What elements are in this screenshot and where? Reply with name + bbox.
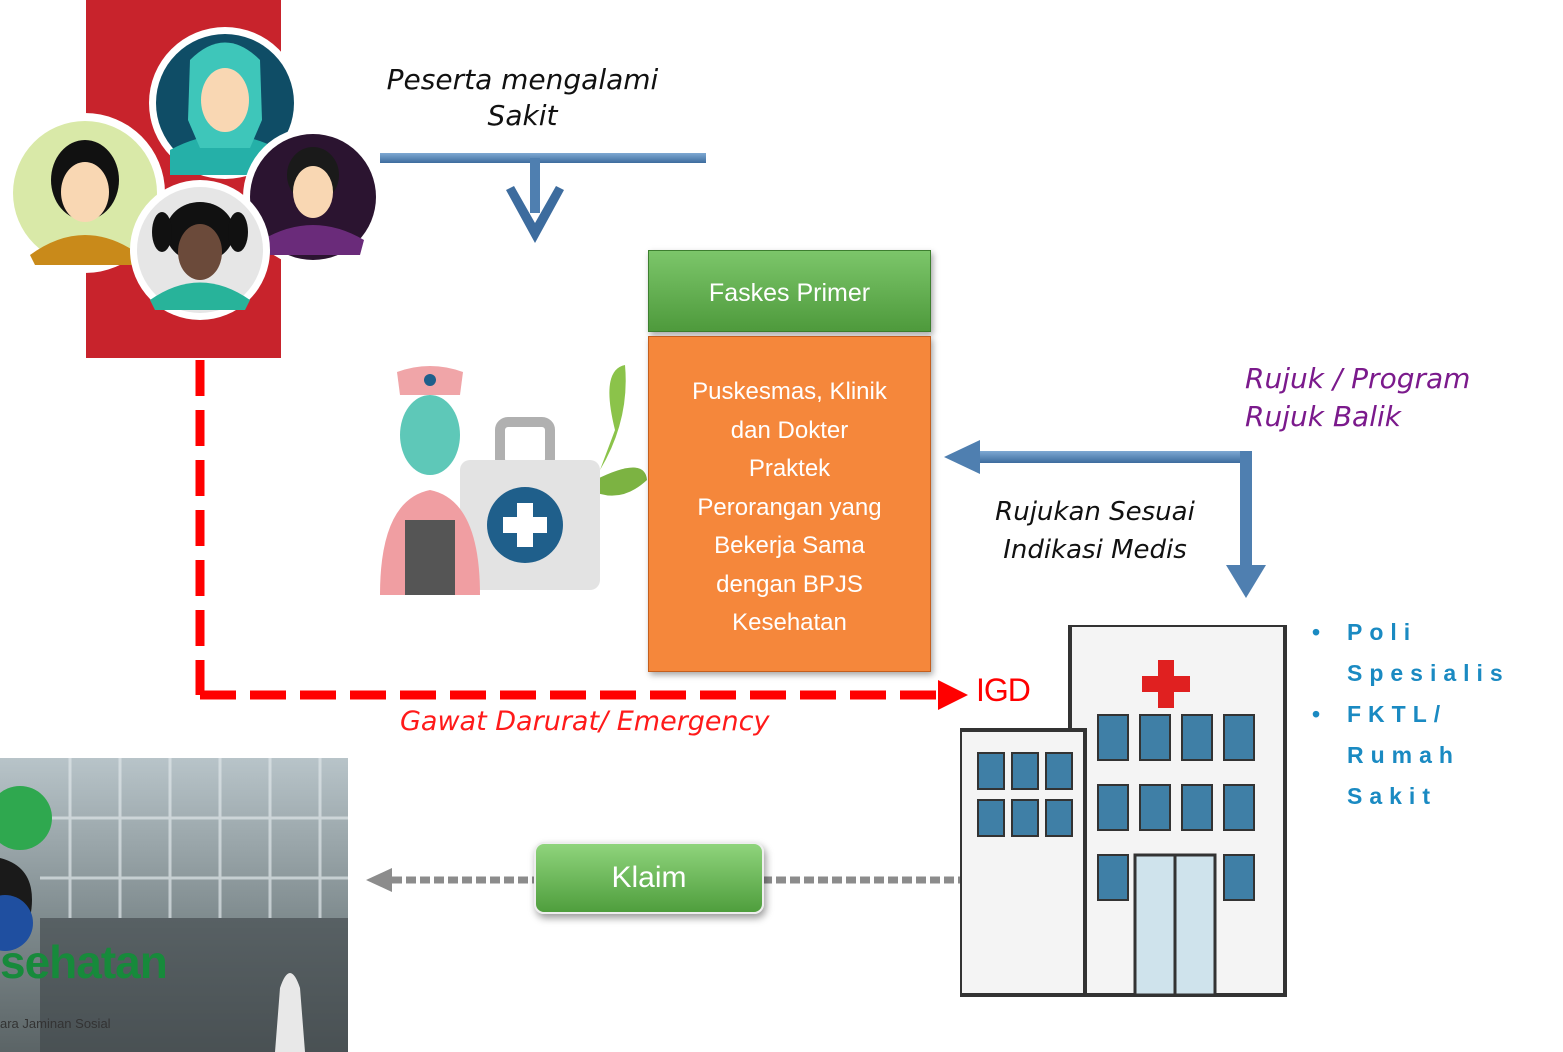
- arrow-emergency: [195, 360, 968, 710]
- bpjs-logo-text: sehatan: [0, 936, 168, 988]
- klaim-box: Klaim: [534, 842, 764, 914]
- arrow-sick-to-faskes: [380, 153, 706, 243]
- label-igd: IGD: [976, 672, 1031, 708]
- specialist-list: Poli Spesialis FKTL/ Rumah Sakit: [1312, 612, 1562, 817]
- label-rujukan-indikasi: Rujukan Sesuai Indikasi Medis: [995, 497, 1195, 565]
- bpjs-tagline: ara Jaminan Sosial: [0, 1016, 111, 1031]
- nurse-medkit-illustration: [380, 365, 647, 595]
- hospital-illustration: [960, 625, 1287, 997]
- person-right-icon: [243, 127, 383, 267]
- list-item: Poli Spesialis: [1312, 612, 1562, 694]
- faskes-primer-body: Puskesmas, Klinik dan Dokter Praktek Per…: [648, 336, 931, 672]
- arrow-klaim: [366, 868, 966, 892]
- bpjs-building-image: [0, 758, 348, 1052]
- bpjs-office-photo: [0, 758, 348, 1052]
- person-girl-icon: [130, 180, 270, 320]
- faskes-primer-header: Faskes Primer: [648, 250, 931, 332]
- arrow-rujukan: [944, 440, 1266, 598]
- person-left-icon: [5, 113, 165, 273]
- participants-illustration: [5, 0, 383, 358]
- person-teal-icon: [149, 27, 301, 179]
- list-item: FKTL/ Rumah Sakit: [1312, 694, 1562, 817]
- label-peserta-sakit: Peserta mengalami Sakit: [386, 63, 659, 132]
- label-rujuk-program: Rujuk / Program Rujuk Balik: [1245, 362, 1471, 433]
- label-gawat-darurat: Gawat Darurat/ Emergency: [400, 706, 770, 737]
